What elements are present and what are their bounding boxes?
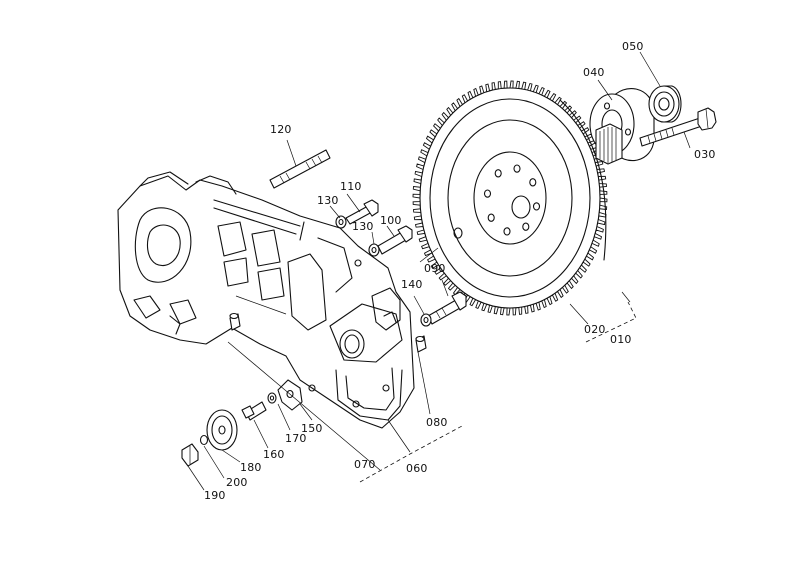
cover-plate bbox=[206, 409, 238, 451]
callout-060: 060 bbox=[406, 462, 428, 475]
dowel-pin-left bbox=[229, 312, 241, 331]
callout-200: 200 bbox=[226, 476, 248, 489]
callout-160: 160 bbox=[263, 448, 285, 461]
flywheel bbox=[412, 80, 608, 316]
adjusting-screw bbox=[241, 401, 267, 421]
seal-washer bbox=[267, 392, 277, 404]
callout-050: 050 bbox=[622, 40, 644, 53]
stud bbox=[269, 149, 331, 189]
flywheel-rim-outer bbox=[419, 87, 601, 309]
bolt-hole bbox=[483, 189, 492, 198]
leader-lines bbox=[187, 51, 691, 491]
washer-middle bbox=[368, 243, 380, 257]
flywheel-hub bbox=[473, 151, 547, 245]
flywheel-bolt-holes bbox=[483, 164, 541, 236]
callout-130a: 130 bbox=[317, 194, 339, 207]
flywheel-bolt bbox=[639, 107, 717, 147]
washer-upper bbox=[335, 215, 347, 229]
callout-040: 040 bbox=[583, 66, 605, 79]
callout-labels: 010 020 030 040 050 060 070 080 090 100 … bbox=[204, 40, 716, 502]
bolt-lower bbox=[427, 291, 467, 325]
callout-030: 030 bbox=[694, 148, 716, 161]
callout-130b: 130 bbox=[352, 220, 374, 233]
callout-170: 170 bbox=[285, 432, 307, 445]
callout-070: 070 bbox=[354, 458, 376, 471]
ball-bearing bbox=[648, 85, 682, 123]
bolt-hole bbox=[494, 169, 502, 178]
dowel-pin-right bbox=[415, 335, 427, 353]
callout-020: 020 bbox=[584, 323, 606, 336]
callout-180: 180 bbox=[240, 461, 262, 474]
bolt-hole bbox=[487, 213, 495, 222]
callout-110: 110 bbox=[340, 180, 362, 193]
bolt-hole bbox=[503, 227, 511, 236]
flywheel-rim-depth bbox=[559, 99, 607, 261]
small-washer bbox=[199, 434, 209, 446]
callout-090: 090 bbox=[424, 262, 446, 275]
bolt-hole bbox=[513, 164, 521, 173]
callout-080: 080 bbox=[426, 416, 448, 429]
callout-190: 190 bbox=[204, 489, 226, 502]
bolt-hole bbox=[529, 178, 537, 187]
flywheel-dowel-hole bbox=[453, 227, 463, 239]
callout-100: 100 bbox=[380, 214, 402, 227]
clutch-hub bbox=[589, 88, 655, 165]
bolt-middle bbox=[377, 225, 413, 255]
bracket-plate bbox=[277, 379, 303, 411]
bolt-upper bbox=[345, 199, 379, 225]
callout-140: 140 bbox=[401, 278, 423, 291]
flywheel-rim-inner bbox=[429, 98, 591, 298]
callout-150: 150 bbox=[301, 422, 323, 435]
bolt-hole bbox=[532, 202, 541, 211]
callout-120: 120 bbox=[270, 123, 292, 136]
washer-lower bbox=[420, 313, 432, 327]
flywheel-housing bbox=[117, 171, 415, 429]
cap-nut bbox=[181, 443, 199, 467]
flywheel-face-ring bbox=[447, 119, 573, 277]
flywheel-center-bore bbox=[511, 195, 531, 219]
callout-010: 010 bbox=[610, 333, 632, 346]
bolt-hole bbox=[522, 222, 530, 231]
